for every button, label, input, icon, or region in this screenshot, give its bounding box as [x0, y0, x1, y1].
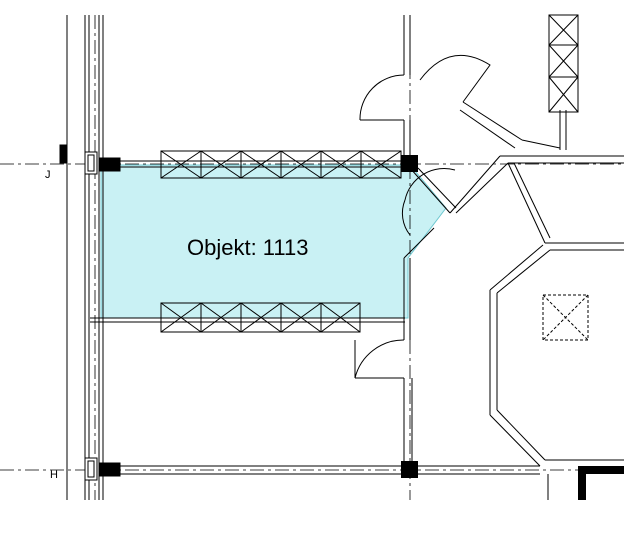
bottom-right-wall [578, 466, 624, 500]
shaft-symbol [542, 294, 589, 341]
storage-vertical [548, 14, 579, 113]
column-markers-interior [401, 155, 418, 478]
door-swings [354, 54, 491, 379]
storage-top [160, 150, 402, 179]
outer-wall-left [66, 15, 104, 500]
axis-label-j: J [45, 169, 51, 181]
axis-label-h: H [50, 469, 58, 481]
storage-bottom [160, 302, 361, 333]
interior-walls [90, 15, 624, 500]
room-label: Objekt: 1113 [187, 235, 308, 260]
